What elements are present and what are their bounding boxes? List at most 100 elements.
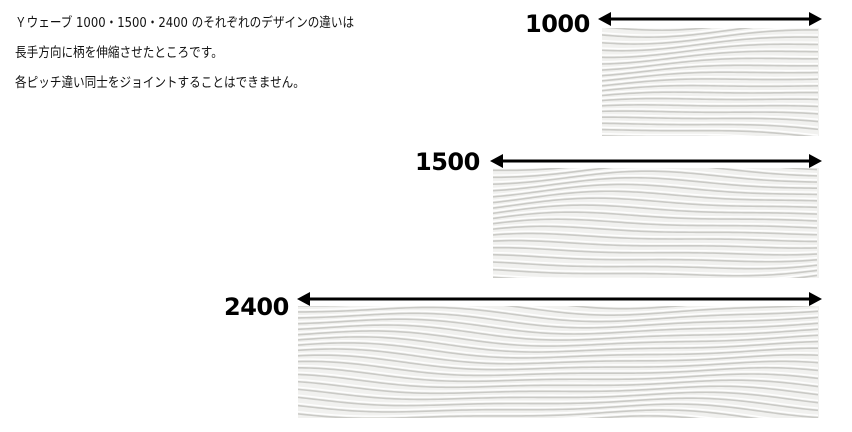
wave-highlight-line [298, 401, 819, 417]
wave-shadow-line [493, 197, 818, 209]
wave-shadow-line [298, 306, 819, 323]
wave-shadow-line [602, 50, 819, 65]
wave-shadow-line [298, 324, 819, 341]
wave-highlight-line [298, 346, 819, 363]
wave-shadow-line [602, 122, 819, 131]
wave-highlight-line [602, 76, 819, 85]
wave-highlight-line [602, 95, 819, 100]
wave-highlight-line [602, 48, 819, 63]
wave-panel-1500 [493, 168, 819, 278]
wave-shadow-line [493, 225, 818, 236]
wave-highlight-line [493, 244, 818, 254]
wave-shadow-line [602, 128, 814, 136]
wave-shadow-line [602, 57, 818, 71]
wave-highlight-line [602, 55, 818, 69]
wave-shadow-line [493, 211, 818, 222]
description-text: Ｙウェーブ 1000・1500・2400 のそれぞれのデザインの違いは 長手方向… [15, 8, 515, 98]
wave-shadow-line [602, 28, 754, 38]
wave-shadow-line [602, 110, 819, 115]
wave-highlight-line [298, 364, 819, 380]
wave-shadow-line [602, 29, 818, 45]
wave-shadow-line [298, 388, 819, 404]
wave-highlight-line [602, 114, 819, 121]
variant-label-1500: 1500 [415, 148, 480, 176]
wave-highlight-line [298, 306, 819, 321]
wave-highlight-line [493, 251, 818, 261]
wave-highlight-line [298, 352, 819, 369]
wave-highlight-line [298, 386, 819, 402]
width-arrow-1500 [490, 154, 822, 168]
wave-shadow-line [602, 84, 819, 92]
wave-shadow-line [493, 168, 818, 179]
wave-shadow-line [493, 190, 818, 204]
wave-shadow-line [493, 239, 818, 249]
wave-shadow-line [493, 261, 818, 270]
wave-highlight-line [493, 259, 818, 268]
wave-highlight-line [493, 216, 818, 227]
wave-highlight-line [493, 195, 818, 207]
wave-highlight-line [493, 230, 818, 240]
variant-label-2400: 2400 [224, 293, 289, 321]
wave-shadow-line [298, 342, 819, 359]
wave-shadow-line [298, 409, 759, 418]
wave-shadow-line [298, 403, 819, 418]
wave-highlight-line [298, 407, 775, 418]
wave-highlight-line [493, 181, 818, 196]
wave-highlight-line [602, 126, 819, 136]
wave-shadow-line [298, 360, 819, 377]
wave-highlight-line [493, 223, 818, 234]
wave-highlight-line [493, 174, 818, 190]
wave-highlight-line [602, 101, 819, 106]
wave-shadow-line [493, 168, 818, 172]
description-line-3: 各ピッチ違い同士をジョイントすることはできません。 [15, 75, 305, 91]
wave-highlight-line [298, 378, 819, 394]
width-arrow-1000 [598, 12, 822, 26]
wave-highlight-line [493, 272, 818, 278]
wave-highlight-line [298, 339, 819, 357]
wave-shadow-line [493, 268, 818, 277]
wave-shadow-line [298, 348, 819, 365]
wave-highlight-line [493, 237, 818, 247]
wave-shadow-line [602, 64, 819, 77]
wave-highlight-line [298, 358, 819, 374]
wave-panel-2400 [298, 306, 819, 418]
description-line-1: Ｙウェーブ 1000・1500・2400 のそれぞれのデザインの違いは [15, 15, 355, 31]
wave-shadow-line [298, 336, 819, 353]
wave-highlight-line [602, 89, 819, 95]
wave-highlight-line [493, 202, 818, 213]
wave-shadow-line [298, 366, 819, 383]
wave-shadow-line [298, 318, 819, 335]
wave-highlight-line [602, 28, 735, 36]
wave-highlight-line [602, 82, 819, 90]
wave-highlight-line [602, 133, 757, 136]
wave-highlight-line [493, 209, 818, 220]
wave-shadow-line [298, 306, 817, 316]
wave-highlight-line [602, 41, 819, 56]
wave-highlight-line [493, 168, 818, 176]
wave-shadow-line [493, 253, 818, 263]
wave-highlight-line [493, 266, 818, 275]
wave-shadow-line [298, 312, 819, 329]
wave-shadow-line [493, 170, 818, 185]
wave-shadow-line [604, 28, 712, 32]
width-arrow-2400 [297, 292, 822, 306]
wave-shadow-line [602, 43, 819, 59]
wave-shadow-line [493, 176, 818, 192]
wave-shadow-line [602, 116, 819, 123]
wave-shadow-line [602, 104, 819, 108]
wave-shadow-line [493, 183, 818, 198]
wave-shadow-line [298, 354, 819, 371]
wave-highlight-line [521, 306, 755, 314]
wave-highlight-line [493, 168, 818, 183]
wave-panel-1000 [602, 28, 819, 136]
wave-shadow-line [493, 204, 818, 215]
wave-highlight-line [602, 34, 819, 50]
wave-highlight-line [298, 394, 819, 409]
wave-shadow-line [602, 97, 819, 102]
description-line-2: 長手方向に柄を伸縮させたところです。 [15, 45, 223, 61]
variant-label-1000: 1000 [525, 10, 590, 38]
wave-highlight-line [602, 69, 819, 80]
wave-highlight-line [602, 62, 819, 75]
wave-shadow-line [602, 71, 819, 82]
wave-shadow-line [602, 36, 819, 52]
